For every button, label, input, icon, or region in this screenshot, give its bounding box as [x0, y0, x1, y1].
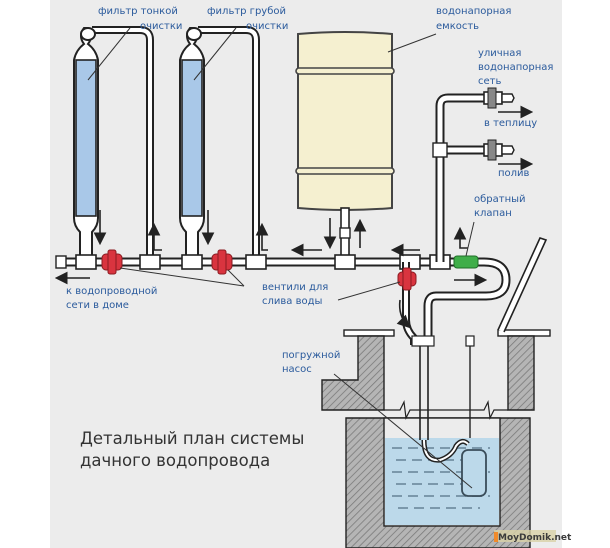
label-pump: погружной	[282, 350, 340, 361]
submersible-pump	[461, 449, 487, 497]
drain-valve-2	[211, 249, 233, 275]
label-street-network-3: сеть	[478, 76, 501, 87]
label-check-valve-2: клапан	[474, 208, 512, 219]
watering-tap	[483, 139, 515, 161]
label-tank: водонапорная	[436, 6, 511, 17]
label-house-network-2: сети в доме	[66, 300, 129, 311]
drain-valve-1	[101, 249, 123, 275]
label-coarse-filter-2: очистки	[246, 21, 288, 32]
label-pump-2: насос	[282, 364, 312, 375]
greenhouse-tap	[483, 87, 515, 109]
label-watering: полив	[498, 168, 530, 179]
label-drain-valves-2: слива воды	[262, 296, 322, 307]
label-coarse-filter: фильтр грубой	[207, 6, 286, 17]
flow-arrows	[54, 105, 534, 329]
label-house-network: к водопроводной	[66, 286, 157, 297]
diagram-title: Детальный план системы	[80, 429, 304, 448]
label-greenhouse: в теплицу	[484, 118, 537, 129]
label-street-network: уличная	[478, 48, 521, 59]
label-drain-valves: вентили для	[262, 282, 328, 293]
street-supply-pipe	[432, 93, 484, 262]
watermark-text: MoyDomik.net	[498, 533, 572, 543]
leader-lines	[87, 27, 475, 489]
well	[321, 237, 551, 548]
label-check-valve: обратный	[474, 194, 526, 205]
watermark: MoyDomik.net	[494, 530, 572, 543]
coarse-filter	[179, 26, 260, 263]
water-tank	[295, 31, 395, 259]
fine-filter	[73, 26, 154, 263]
check-valve	[453, 255, 479, 269]
drain-valve-3	[397, 262, 418, 345]
label-tank-2: емкость	[436, 21, 479, 32]
label-street-network-2: водонапорная	[478, 62, 553, 73]
diagram-title-2: дачного водопровода	[80, 451, 270, 470]
label-fine-filter: фильтр тонкой	[98, 6, 178, 17]
label-fine-filter-2: очистки	[140, 21, 182, 32]
